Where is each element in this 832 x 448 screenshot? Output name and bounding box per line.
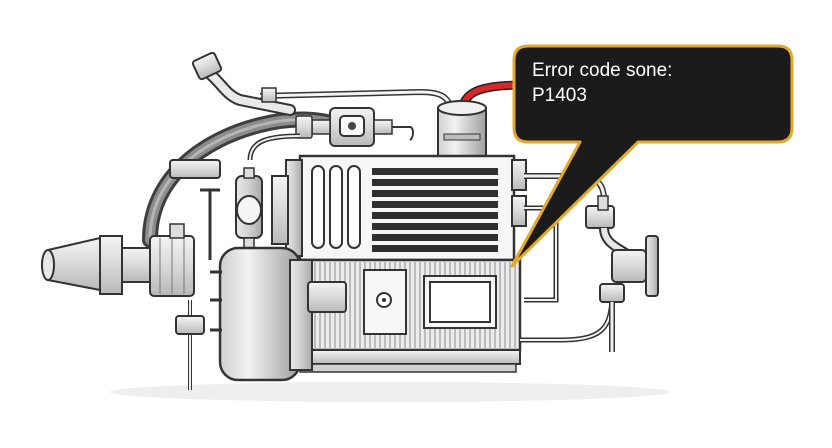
left-valve (169, 159, 221, 179)
ground-shadow (110, 382, 670, 402)
callout-text: Error code sone: P1403 (532, 58, 772, 108)
vent-slot (372, 201, 498, 208)
top-sensor-block (295, 107, 414, 147)
drum-housing (175, 246, 347, 382)
vent-slot (372, 168, 498, 175)
vent-slot (372, 223, 498, 230)
error-code-title: Error code sone: (532, 60, 673, 81)
error-callout (510, 44, 794, 268)
finned-block (294, 258, 522, 373)
vent-slot (372, 245, 498, 252)
left-small-device (235, 167, 263, 251)
left-nozzle (41, 223, 195, 297)
vent-slot (372, 190, 498, 197)
vent-slot (372, 212, 498, 219)
reservoir (437, 100, 487, 161)
right-pipe-bottom (520, 299, 615, 343)
vent-slot (372, 179, 498, 186)
error-code-value: P1403 (532, 85, 587, 106)
main-housing (271, 154, 527, 262)
vent-slot (372, 234, 498, 241)
right-connector (585, 195, 659, 352)
